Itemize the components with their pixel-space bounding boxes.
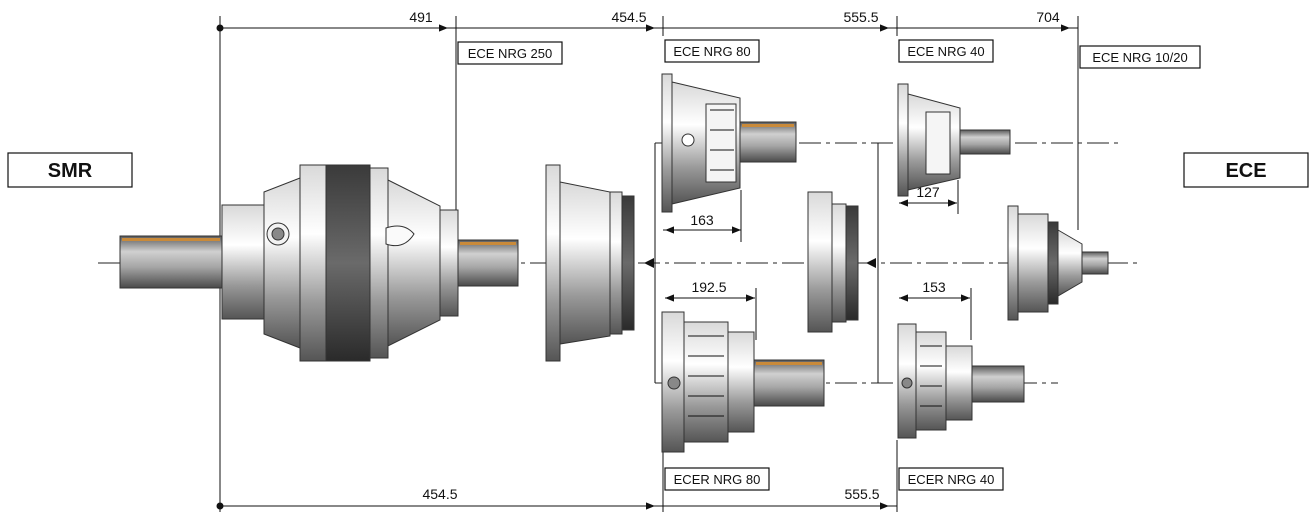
svg-text:ECE NRG 40: ECE NRG 40 bbox=[907, 44, 984, 59]
bottom-dim-1: 454.5 bbox=[422, 486, 457, 502]
inner-dim-127: 127 bbox=[916, 184, 940, 200]
top-dim-3: 555.5 bbox=[843, 9, 878, 25]
svg-text:ECE NRG 250: ECE NRG 250 bbox=[468, 46, 553, 61]
svg-text:ECER NRG 80: ECER NRG 80 bbox=[674, 472, 761, 487]
svg-text:ECER NRG 40: ECER NRG 40 bbox=[908, 472, 995, 487]
smr-label: SMR bbox=[48, 160, 93, 182]
svg-text:ECE NRG 80: ECE NRG 80 bbox=[673, 44, 750, 59]
inner-dim-192-5: 192.5 bbox=[691, 279, 726, 295]
assembly-arrows bbox=[644, 258, 876, 268]
smr-label-box: SMR bbox=[7, 152, 133, 188]
top-dim-4: 704 bbox=[1036, 9, 1060, 25]
ece-nrg-80-stage bbox=[661, 73, 797, 213]
smr-gearbox bbox=[119, 164, 519, 362]
svg-text:ECE NRG 10/20: ECE NRG 10/20 bbox=[1092, 50, 1187, 65]
top-dimension-line bbox=[216, 24, 1078, 32]
label-ecer-nrg-40: ECER NRG 40 bbox=[898, 467, 1004, 491]
inner-dim-163: 163 bbox=[690, 212, 714, 228]
inner-dim-153: 153 bbox=[922, 279, 946, 295]
label-ece-nrg-250: ECE NRG 250 bbox=[457, 41, 563, 65]
ece-label: ECE bbox=[1225, 160, 1266, 182]
ece-nrg-250-flange bbox=[545, 164, 635, 362]
label-ece-nrg-80: ECE NRG 80 bbox=[664, 39, 760, 63]
ecer-nrg-80-stage bbox=[661, 311, 825, 453]
inner-dim-153-line bbox=[899, 288, 972, 340]
ecer-nrg-40-stage bbox=[897, 323, 1025, 439]
bottom-dim-2: 555.5 bbox=[844, 486, 879, 502]
inner-dim-127-line bbox=[899, 180, 959, 214]
ece-label-box: ECE bbox=[1183, 152, 1309, 188]
inner-dim-163-line bbox=[663, 190, 742, 242]
ece-nrg-40-stage bbox=[897, 83, 1011, 197]
top-dim-1: 491 bbox=[409, 9, 433, 25]
top-dim-2: 454.5 bbox=[611, 9, 646, 25]
label-ece-nrg-40: ECE NRG 40 bbox=[898, 39, 994, 63]
ece-nrg-80-flange bbox=[807, 191, 859, 333]
ece-nrg-10-20-stage bbox=[1007, 205, 1109, 321]
bottom-dimension-line bbox=[216, 502, 897, 510]
inner-dim-192-line bbox=[665, 288, 757, 340]
label-ecer-nrg-80: ECER NRG 80 bbox=[664, 467, 770, 491]
label-ece-nrg-10-20: ECE NRG 10/20 bbox=[1079, 45, 1201, 69]
